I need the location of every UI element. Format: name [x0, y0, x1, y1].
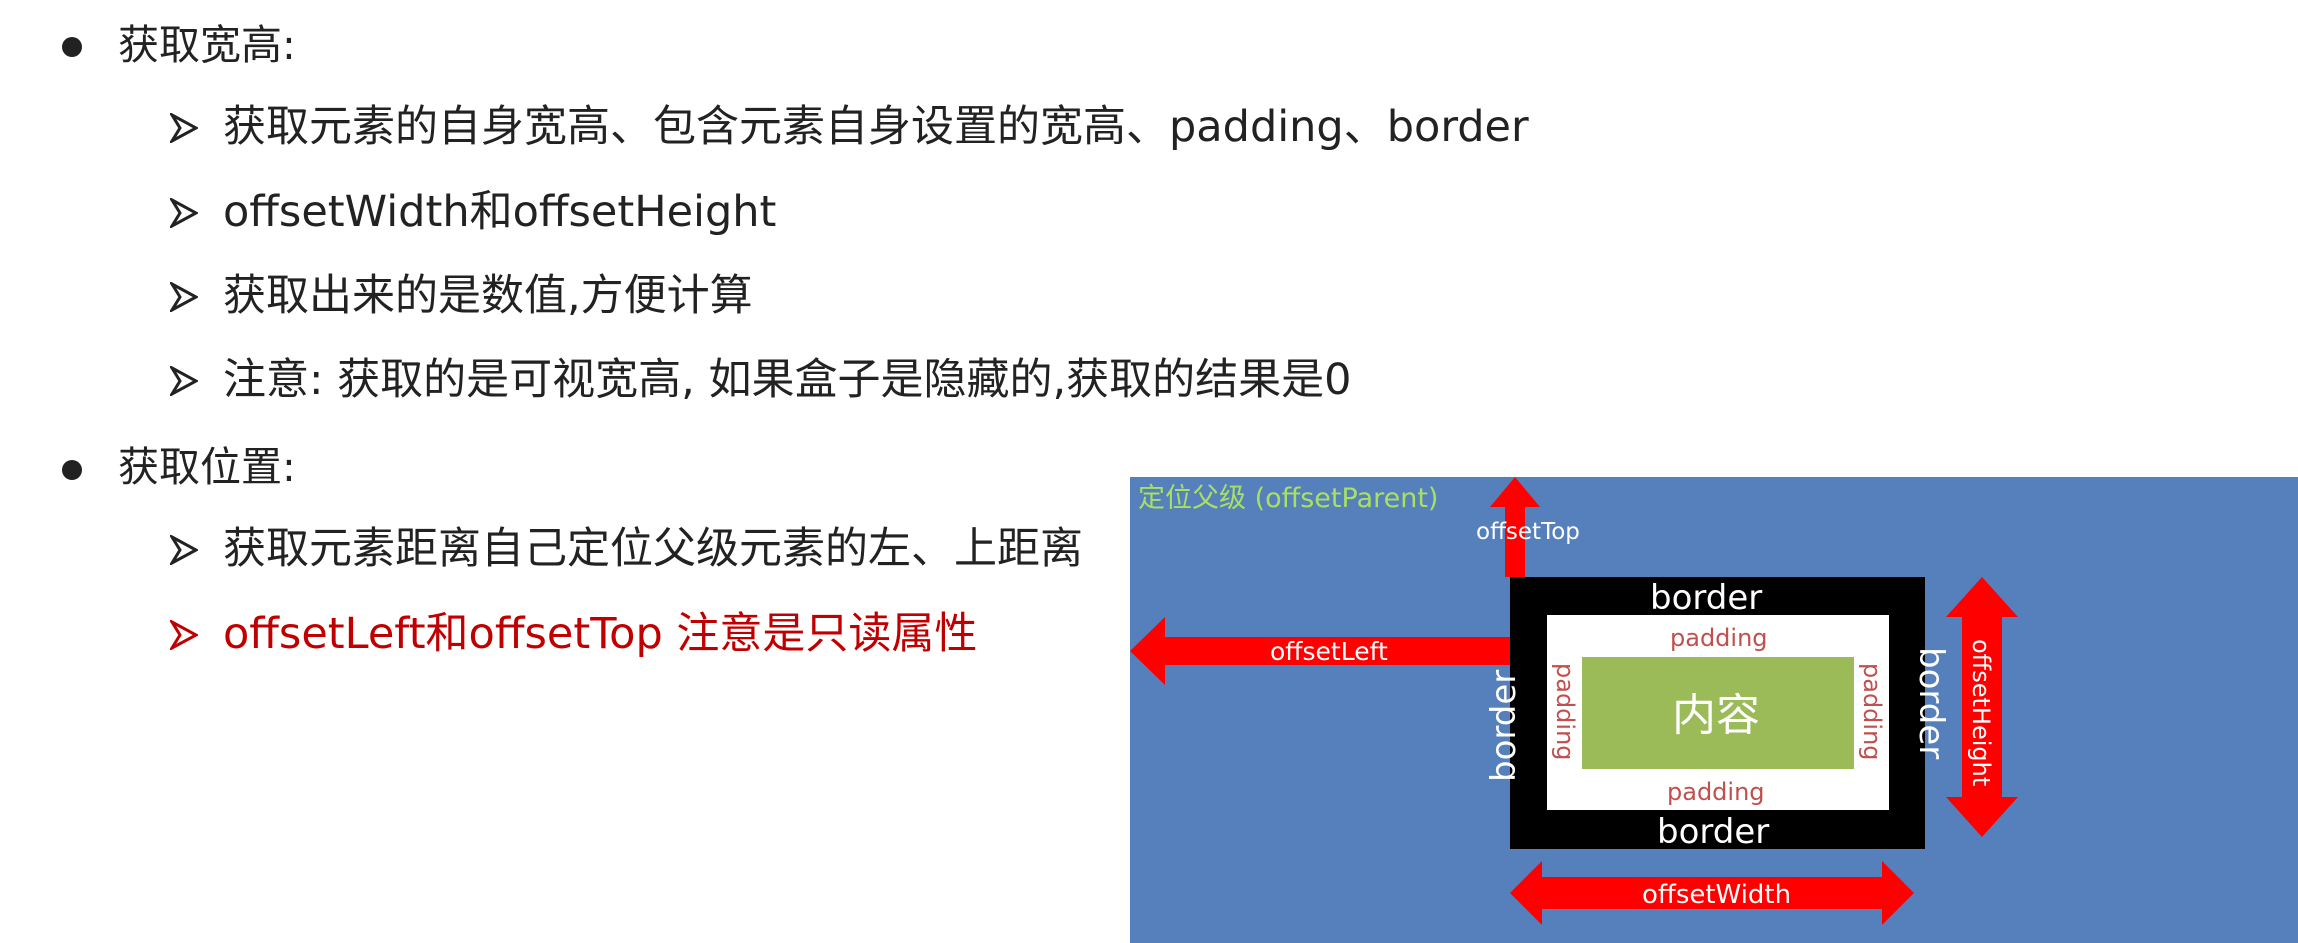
- offset-width-label: offsetWidth: [1642, 880, 1791, 910]
- section-heading-position: 获取位置:: [118, 443, 296, 491]
- padding-top-label: padding: [1670, 624, 1768, 652]
- content-label: 内容: [1672, 690, 1760, 741]
- list-item: 注意: 获取的是可视宽高, 如果盒子是隐藏的,获取的结果是0: [223, 355, 1352, 405]
- offset-diagram: 定位父级 (offsetParent) offsetTop offsetLeft…: [1130, 477, 2298, 943]
- bullet-dot: [62, 460, 82, 480]
- arrow-bullet-icon: [170, 366, 198, 396]
- list-item: 获取元素的自身宽高、包含元素自身设置的宽高、padding、border: [223, 102, 1529, 152]
- border-top-label: border: [1650, 578, 1762, 618]
- border-bottom-label: border: [1657, 812, 1769, 852]
- offset-left-label: offsetLeft: [1270, 637, 1388, 666]
- border-left-label: border: [1484, 670, 1524, 782]
- arrow-bullet-icon: [170, 113, 198, 143]
- list-item: 获取出来的是数值,方便计算: [223, 271, 753, 321]
- list-item: 获取元素距离自己定位父级元素的左、上距离: [223, 524, 1083, 574]
- arrow-bullet-icon-red: [170, 620, 198, 650]
- padding-right-label: padding: [1858, 663, 1886, 761]
- bullet-dot: [62, 37, 82, 57]
- content-box: [1582, 657, 1854, 769]
- offset-height-arrow: [1946, 577, 2018, 837]
- arrow-bullet-icon: [170, 535, 198, 565]
- offset-diagram-svg: 定位父级 (offsetParent) offsetTop offsetLeft…: [1130, 477, 2298, 943]
- padding-bottom-label: padding: [1667, 778, 1765, 806]
- arrow-bullet-icon: [170, 198, 198, 228]
- offset-parent-label: 定位父级 (offsetParent): [1138, 483, 1438, 514]
- offset-top-label: offsetTop: [1476, 519, 1580, 545]
- list-item-highlight: offsetLeft和offsetTop 注意是只读属性: [223, 609, 978, 659]
- offset-width-arrow: [1510, 861, 1914, 925]
- section-heading-size: 获取宽高:: [118, 21, 296, 69]
- arrow-bullet-icon: [170, 282, 198, 312]
- list-item: offsetWidth和offsetHeight: [223, 187, 777, 237]
- offset-height-label: offsetHeight: [1967, 639, 1995, 786]
- border-right-label: border: [1911, 647, 1951, 759]
- offset-left-arrow: [1130, 617, 1510, 685]
- offset-top-arrow: [1490, 477, 1540, 577]
- padding-left-label: padding: [1551, 663, 1579, 761]
